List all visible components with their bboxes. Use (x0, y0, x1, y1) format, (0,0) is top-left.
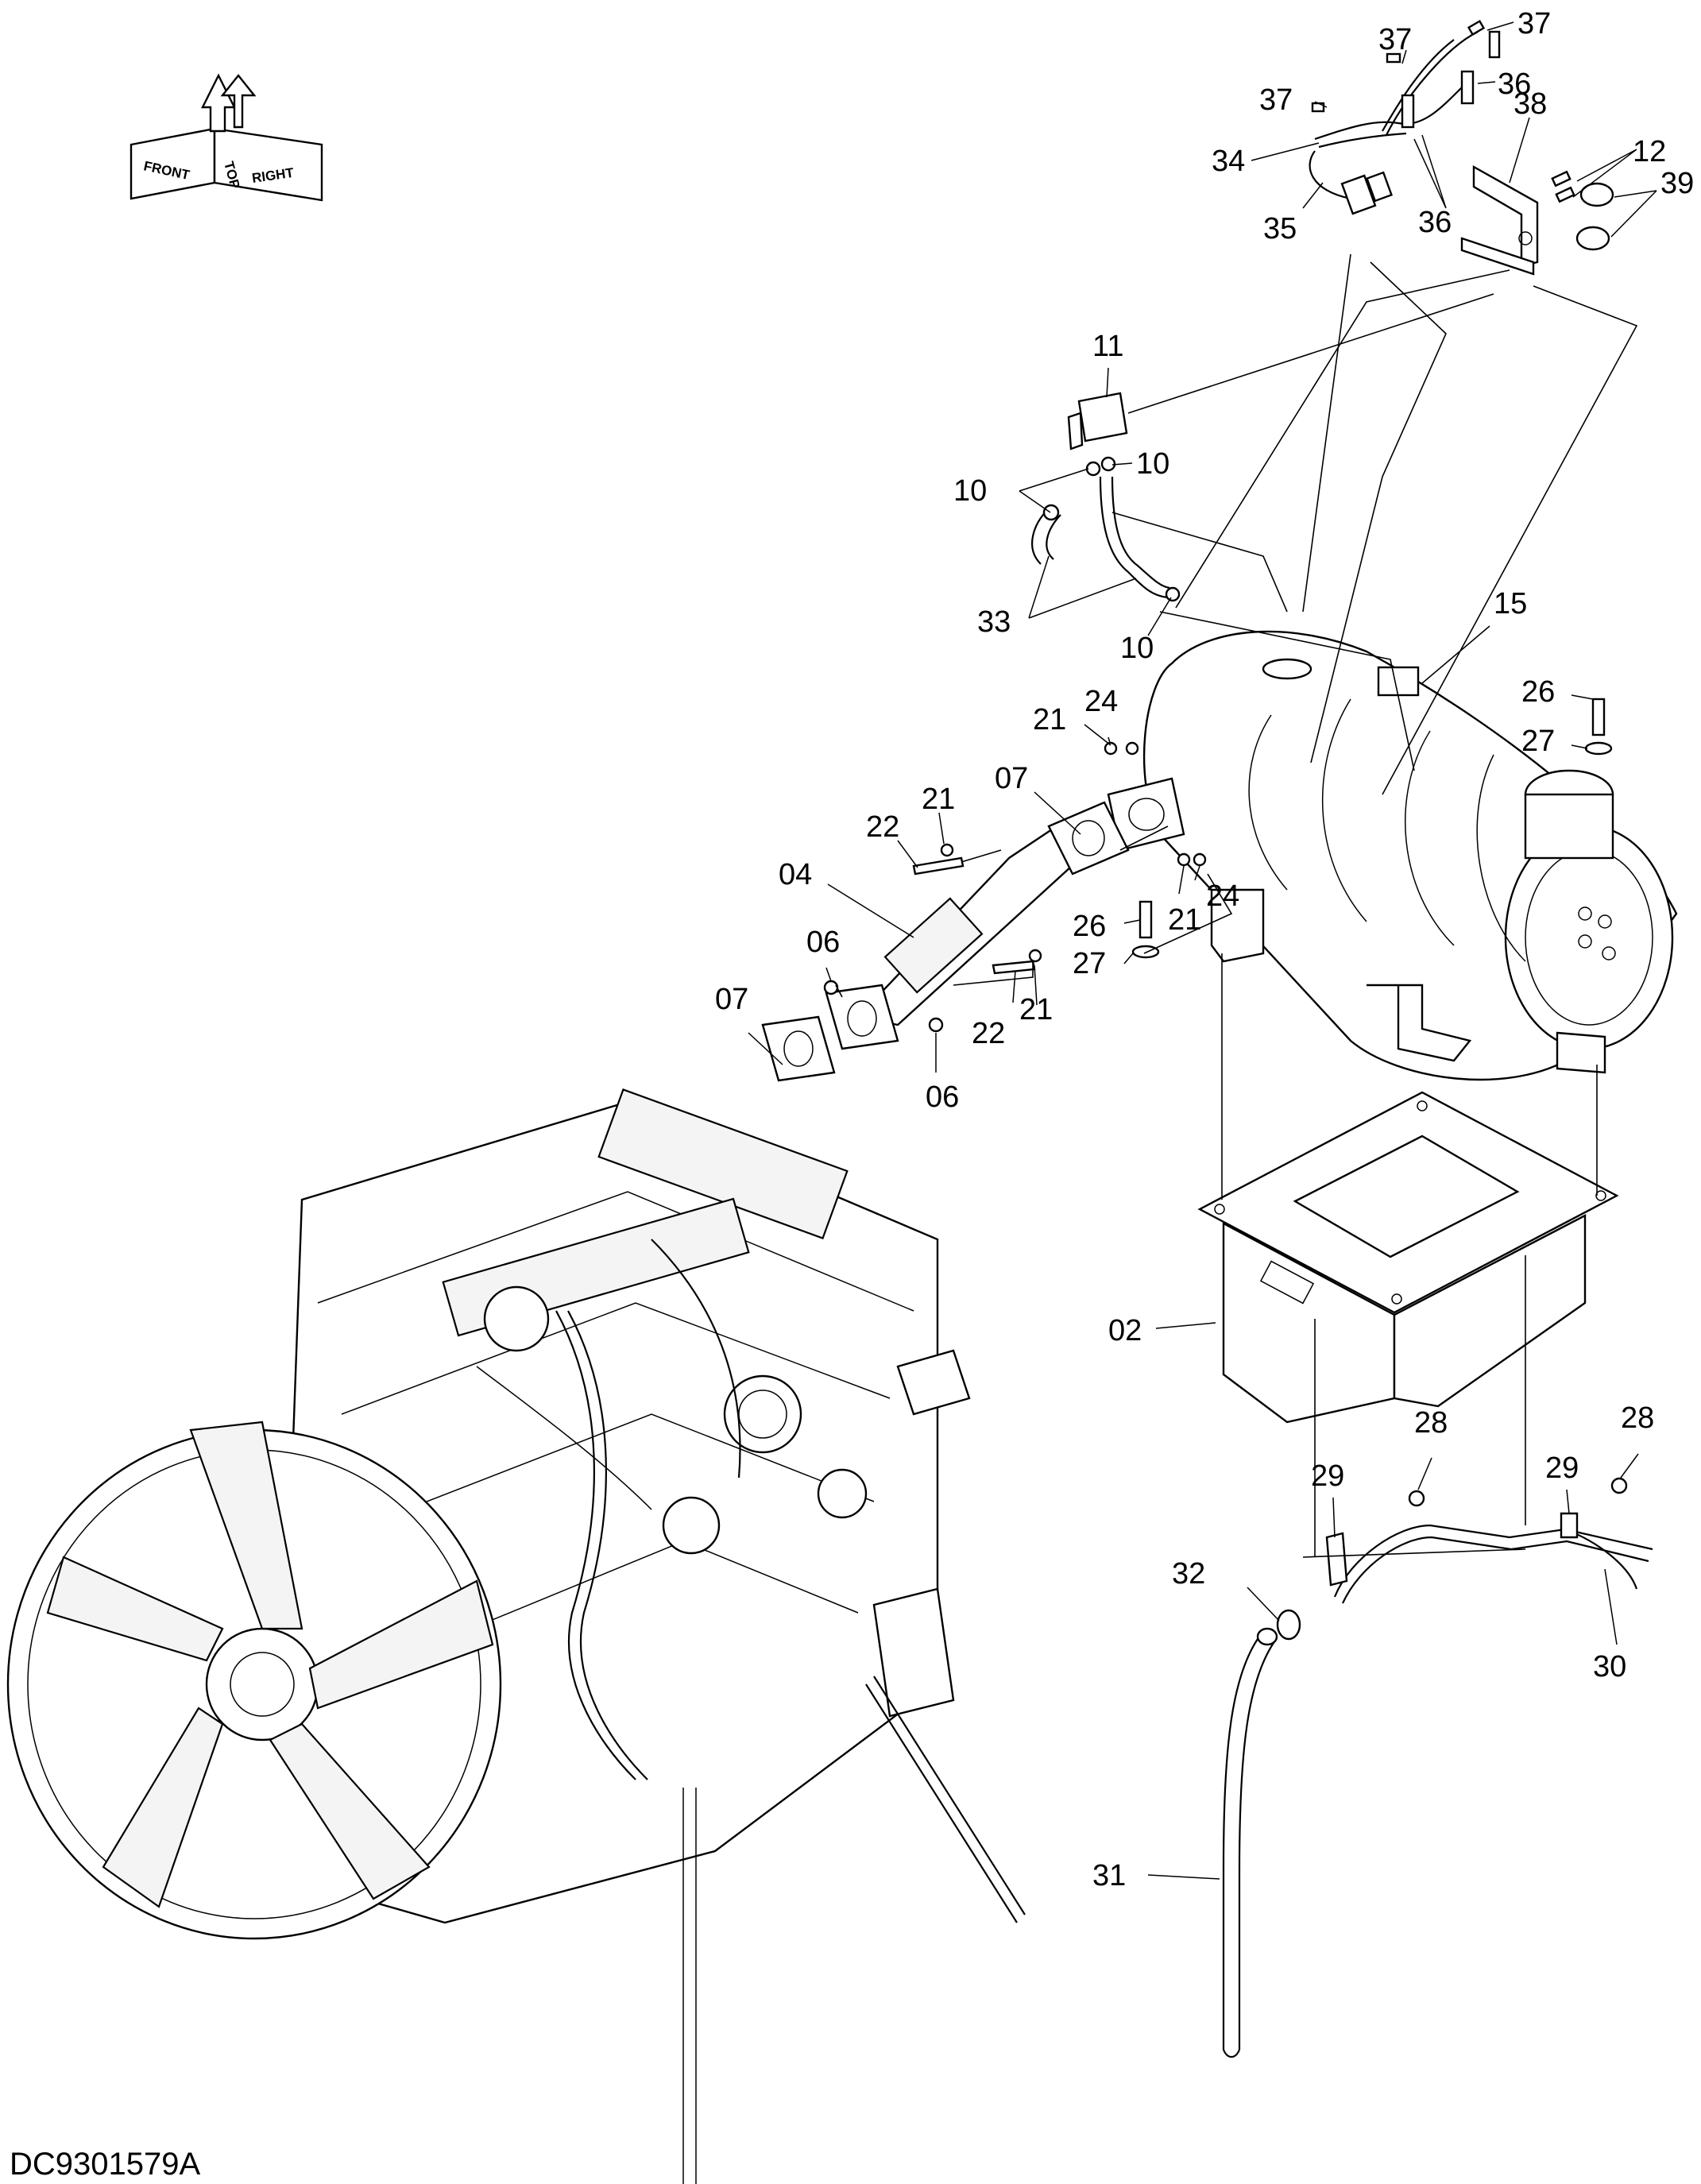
part-15-aftertreatment (1107, 630, 1678, 1081)
callout-label: 06 (926, 1080, 959, 1114)
part-35-connector (1340, 171, 1394, 215)
callout-label: 24 (1206, 879, 1239, 913)
callout-label: 10 (1120, 632, 1154, 665)
callout-label: 21 (1168, 903, 1201, 937)
callout-label: 35 (1263, 212, 1297, 245)
callout-label: 37 (1517, 7, 1551, 41)
callout-label: 27 (1073, 947, 1106, 980)
callout-label: 06 (806, 926, 840, 959)
callout-label: 21 (922, 783, 955, 816)
callout-label: 34 (1212, 145, 1245, 178)
part-02-bracket (1197, 1091, 1619, 1424)
callout-label: 21 (1019, 993, 1053, 1026)
callout-label: 38 (1514, 87, 1547, 121)
callout-label: 26 (1073, 910, 1106, 943)
callout-label: 02 (1108, 1314, 1142, 1347)
callout-label: 26 (1521, 675, 1555, 709)
drawing-code: DC9301579A (10, 2147, 200, 2182)
callout-label: 12 (1633, 135, 1666, 168)
leader-lines (748, 21, 1657, 1880)
part-04-exhaust-pipe (825, 825, 1082, 1050)
callout-label: 10 (953, 474, 987, 508)
engine-assembly (6, 1088, 1026, 2184)
part-34-harness (1309, 31, 1479, 200)
part-38-bracket (1460, 164, 1539, 276)
hardware-fasteners (823, 698, 1613, 1033)
part-39-grommets (1575, 182, 1614, 251)
callout-label: 22 (972, 1017, 1005, 1050)
part-12-bolts (1551, 170, 1575, 203)
part-37-bolts (1311, 20, 1486, 113)
callout-label: 11 (1092, 330, 1123, 363)
callout-label: 33 (977, 605, 1011, 639)
callout-label: 31 (1092, 1859, 1126, 1892)
callout-label: 04 (779, 858, 812, 891)
callout-label: 36 (1498, 68, 1531, 101)
callout-label: 29 (1311, 1459, 1344, 1493)
part-07-gasket-lower (761, 1015, 836, 1082)
callout-label: 39 (1660, 167, 1694, 200)
orientation-indicator: FRONT TOP RIGHT (130, 73, 323, 202)
callout-labels: 37 37 37 36 36 38 12 39 34 35 11 10 10 1… (715, 7, 1694, 1892)
part-33-pipes (1031, 476, 1170, 599)
part-31-hose (1222, 1627, 1278, 2058)
part-11-sensor (1067, 392, 1128, 450)
part-32-clamp (1276, 1609, 1301, 1641)
callout-label: 30 (1593, 1650, 1626, 1683)
callout-label: 15 (1494, 587, 1527, 620)
callout-label: 32 (1172, 1557, 1205, 1591)
callout-label: 22 (866, 810, 899, 844)
part-29-clips (1325, 1512, 1579, 1587)
part-30-pipe (1333, 1524, 1653, 1604)
part-36-sensors (1401, 30, 1501, 129)
callout-label: 07 (995, 762, 1028, 795)
alignment-lines (835, 253, 1638, 1558)
callout-label: 37 (1259, 83, 1293, 117)
part-10-clamps (1042, 456, 1181, 602)
part-07-gasket-upper (1047, 801, 1130, 876)
callout-label: 36 (1418, 206, 1452, 239)
callout-label: 29 (1545, 1451, 1579, 1485)
part-28-bolts (1408, 1477, 1628, 1507)
callout-label: 07 (715, 983, 748, 1016)
callout-label: 10 (1136, 447, 1169, 481)
callout-label: 21 (1033, 703, 1066, 736)
callout-label: 28 (1414, 1406, 1448, 1440)
callout-label: 28 (1621, 1401, 1654, 1435)
callout-label: 37 (1378, 23, 1412, 56)
callout-label: 27 (1521, 725, 1555, 758)
callout-label: 24 (1084, 685, 1118, 718)
